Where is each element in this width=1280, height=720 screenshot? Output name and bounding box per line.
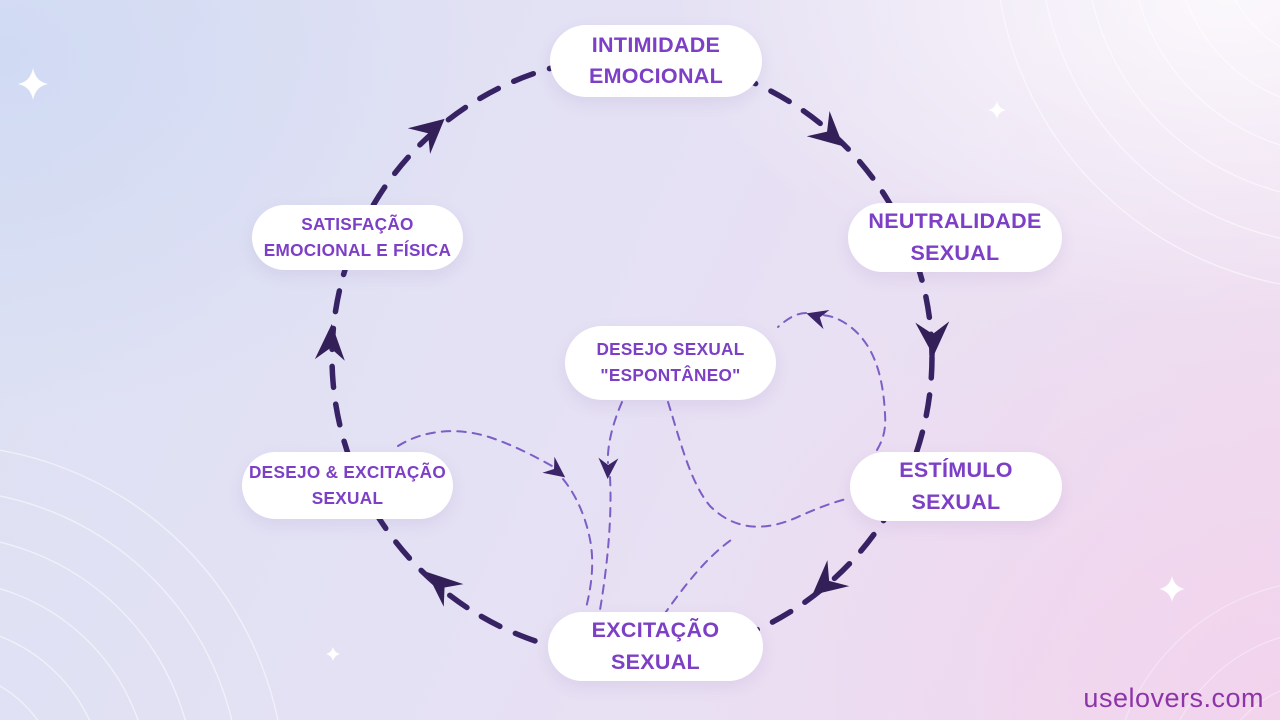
node-estimulo-sexual: ESTÍMULO SEXUAL [850,452,1062,521]
inner-loop-top-end [777,312,807,328]
node-intimidade-emocional: INTIMIDADE EMOCIONAL [550,25,762,97]
arrowhead-excitacao-to-desejo [426,571,464,607]
outer-cycle-arrowheads [314,110,950,607]
inner-loop-right-top-arc [819,314,887,451]
sparkle-icon [326,647,340,661]
arrowhead-intimidade-to-neutralidade [806,110,844,147]
arrowhead-neutralidade-to-estimulo [915,321,950,356]
inner-loop-arrowheads [542,309,830,479]
inner-loop-tail-from-excitacao [662,539,732,617]
arrowhead-estimulo-to-excitacao [812,560,850,595]
sparkle-icon [18,68,48,100]
arrowhead-satisfacao-to-intimidade [407,118,445,154]
arrowhead-espontaneo-down [598,457,619,479]
arrowhead-inner-loop-top [806,309,830,330]
node-excitacao-sexual: EXCITAÇÃO SEXUAL [548,612,763,681]
node-neutralidade-sexual: NEUTRALIDADE SEXUAL [848,203,1062,272]
flow-espontaneo-to-excitacao [599,401,623,611]
arrowhead-desejo-swirl-down [542,456,566,478]
arrowhead-desejo-to-satisfacao [314,324,345,361]
sparkle-icon [1159,576,1185,602]
watermark-uselovers: uselovers.com [1083,683,1264,713]
node-desejo-sexual-espontaneo: DESEJO SEXUAL "ESPONTÂNEO" [565,326,776,400]
node-desejo-excitacao-sexual: DESEJO & EXCITAÇÃO SEXUAL [242,452,453,519]
node-satisfacao-emocional-fisica: SATISFAÇÃO EMOCIONAL E FÍSICA [252,205,463,270]
flow-desejo-excitacao-to-excitacao [397,430,594,609]
inner-loop-left-bottom-arc [667,401,851,528]
sparkle-icon [988,101,1006,119]
